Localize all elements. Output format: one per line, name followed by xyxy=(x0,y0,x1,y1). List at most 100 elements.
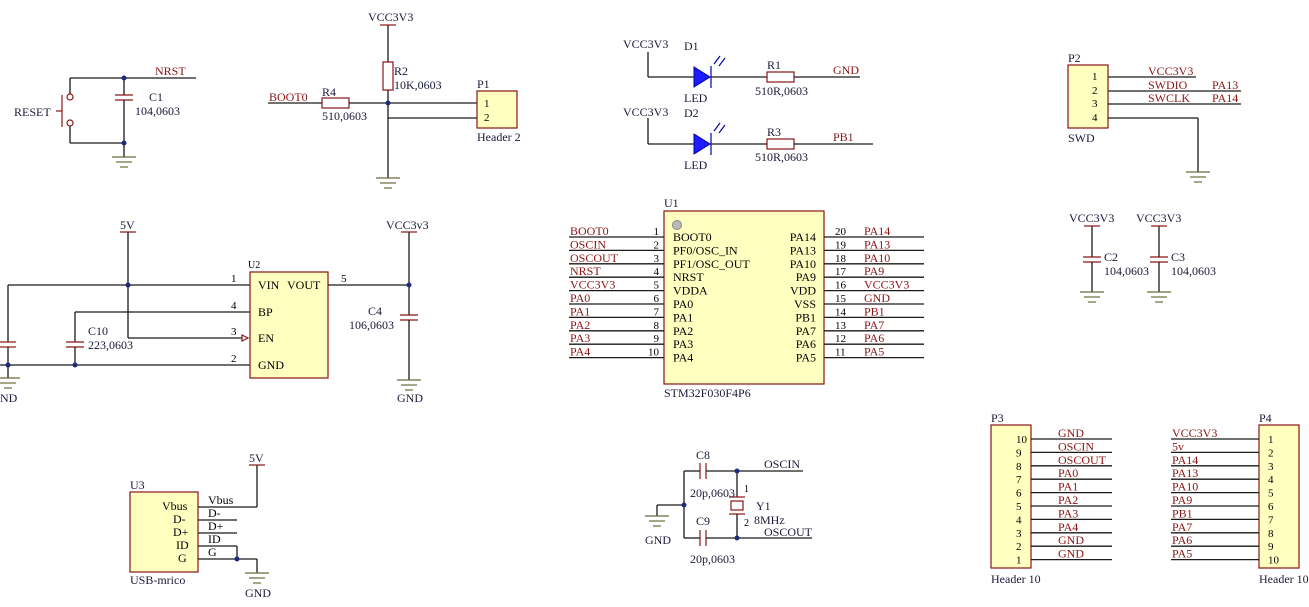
p3-ref: P3 xyxy=(991,411,1004,425)
ground-symbol xyxy=(376,177,400,189)
p3-net-7: PA4 xyxy=(1058,520,1078,534)
p2-name: SWD xyxy=(1068,131,1095,145)
osc-in-net: OSCIN xyxy=(764,457,800,471)
p4-net-9: PA5 xyxy=(1172,547,1192,561)
u2-pin-bp: BP xyxy=(258,305,273,319)
boot0-net-label: BOOT0 xyxy=(269,90,308,104)
mcu-right-pin-name-4: VDD xyxy=(790,284,816,298)
u2-pin-num-4: 4 xyxy=(231,300,237,312)
ground-symbol xyxy=(645,515,669,527)
header-p4: P4 Header 10 1VCC3V325v3PA144PA135PA106P… xyxy=(1171,411,1309,586)
y1-pin-2: 2 xyxy=(744,518,749,529)
mcu-left-net-8: PA3 xyxy=(570,331,590,345)
ground-symbol xyxy=(1080,291,1104,303)
mcu-left-pin-name-3: NRST xyxy=(673,270,704,284)
ground-symbol xyxy=(397,379,421,391)
ground-symbol xyxy=(245,572,269,584)
osc-out-net: OSCOUT xyxy=(764,525,813,539)
mcu-right-pin-name-9: PA5 xyxy=(796,351,816,365)
c1-ref: C1 xyxy=(149,90,163,104)
usb-connector: U3 USB-mrico 5V GND Vbus D- D+ ID G Vbus… xyxy=(129,451,271,600)
usb-pwr: 5V xyxy=(249,451,264,465)
mcu-right-net-3: PA9 xyxy=(864,264,884,278)
u2-pin-num-3: 3 xyxy=(231,326,237,338)
mcu-left-pin-name-9: PA4 xyxy=(673,351,693,365)
p3-pin-num-5: 5 xyxy=(1016,501,1022,513)
p2-pin-2: 2 xyxy=(1092,85,1098,97)
mcu-right-pin-name-8: PA6 xyxy=(796,337,816,351)
led-d2-circuit: VCC3V3 D2 LED R3 510R,0603 PB1 xyxy=(623,105,873,172)
usb-net-g: G xyxy=(208,545,217,559)
mcu-right-pin-name-6: PB1 xyxy=(795,310,816,324)
mcu-left-net-7: PA2 xyxy=(570,318,590,332)
mcu-left-net-3: NRST xyxy=(570,264,601,278)
mcu-left-pin-name-4: VDDA xyxy=(673,284,708,298)
regulator-in-net: 5V xyxy=(120,218,135,232)
boot-circuit: VCC3V3 R2 10K,0603 BOOT0 R4 510,0603 P1 … xyxy=(268,10,521,189)
usb-net-dm: D- xyxy=(208,506,221,520)
ground-symbol xyxy=(1147,291,1171,303)
d2-vcc-label: VCC3V3 xyxy=(623,105,668,119)
mcu-right-net-2: PA10 xyxy=(864,251,890,265)
c2-ref: C2 xyxy=(1104,250,1118,264)
mcu-right-net-1: PA13 xyxy=(864,237,890,251)
usb-net-dp: D+ xyxy=(208,519,224,533)
p3-net-3: PA0 xyxy=(1058,466,1078,480)
mcu-right-pin-name-5: VSS xyxy=(794,297,816,311)
p4-pin-num-0: 1 xyxy=(1268,434,1274,446)
d1-label: LED xyxy=(684,91,708,105)
ground-symbol xyxy=(1186,171,1210,183)
regulator-circuit: 5V VCC3v3 U2 1 4 3 2 VIN BP EN GND VOUT … xyxy=(0,218,429,405)
mcu-right-net-6: PB1 xyxy=(864,304,885,318)
mcu-right-pin-num-6: 14 xyxy=(835,306,847,318)
p1-ref: P1 xyxy=(477,77,490,91)
mcu-left-pin-name-7: PA2 xyxy=(673,324,693,338)
u3-ref: U3 xyxy=(130,478,145,492)
p4-pin-num-9: 10 xyxy=(1268,555,1280,567)
p3-pin-num-7: 3 xyxy=(1016,528,1022,540)
u1-ref: U1 xyxy=(664,196,679,210)
p3-net-5: PA2 xyxy=(1058,493,1078,507)
c8-ref: C8 xyxy=(696,448,710,462)
p1-pin-1: 1 xyxy=(484,98,490,110)
r1-value: 510R,0603 xyxy=(755,84,808,98)
p3-pin-num-8: 2 xyxy=(1016,541,1022,553)
mcu-right-net-4: VCC3V3 xyxy=(864,278,909,292)
reset-circuit: RESET NRST C1 104,0603 xyxy=(14,64,196,168)
p3-net-6: PA3 xyxy=(1058,506,1078,520)
ground-symbol xyxy=(112,156,136,168)
c4-ref: C4 xyxy=(368,304,382,318)
d2-ref: D2 xyxy=(684,106,699,120)
p3-net-2: OSCOUT xyxy=(1058,453,1107,467)
c3-ref: C3 xyxy=(1171,250,1185,264)
led-d1-icon xyxy=(693,66,711,88)
c4-value: 106,0603 xyxy=(349,318,394,332)
led-d2-icon xyxy=(693,133,711,155)
p4-net-0: VCC3V3 xyxy=(1172,426,1217,440)
p4-pin-num-6: 7 xyxy=(1268,514,1274,526)
c9-value: 20p,0603 xyxy=(690,552,735,566)
swd-header: P2 1 2 3 4 SWD VCC3V3 SWDIO SWCLK PA13 P… xyxy=(1067,51,1241,183)
u2-pin-gnd: GND xyxy=(258,358,284,372)
p3-pin-num-0: 10 xyxy=(1016,434,1028,446)
mcu-right-pin-num-2: 18 xyxy=(835,253,847,265)
mcu-left-net-1: OSCIN xyxy=(570,237,606,251)
p2-pin-4: 4 xyxy=(1092,112,1098,124)
mcu-left-pin-num-1: 2 xyxy=(654,239,660,251)
mcu-right-pin-name-7: PA7 xyxy=(796,324,816,338)
usb-pin-dp: D+ xyxy=(173,525,189,539)
p3-pin-num-6: 4 xyxy=(1016,514,1022,526)
usb-net-id: ID xyxy=(208,532,221,546)
p4-net-3: PA13 xyxy=(1172,466,1198,480)
r1-ref: R1 xyxy=(767,58,781,72)
d2-label: LED xyxy=(684,158,708,172)
r4-value: 510,0603 xyxy=(322,109,367,123)
mcu-left-net-0: BOOT0 xyxy=(570,224,609,238)
p3-net-0: GND xyxy=(1058,426,1084,440)
mcu-right-pin-name-0: PA14 xyxy=(790,230,816,244)
p4-net-4: PA10 xyxy=(1172,480,1198,494)
header-p1 xyxy=(476,90,518,129)
